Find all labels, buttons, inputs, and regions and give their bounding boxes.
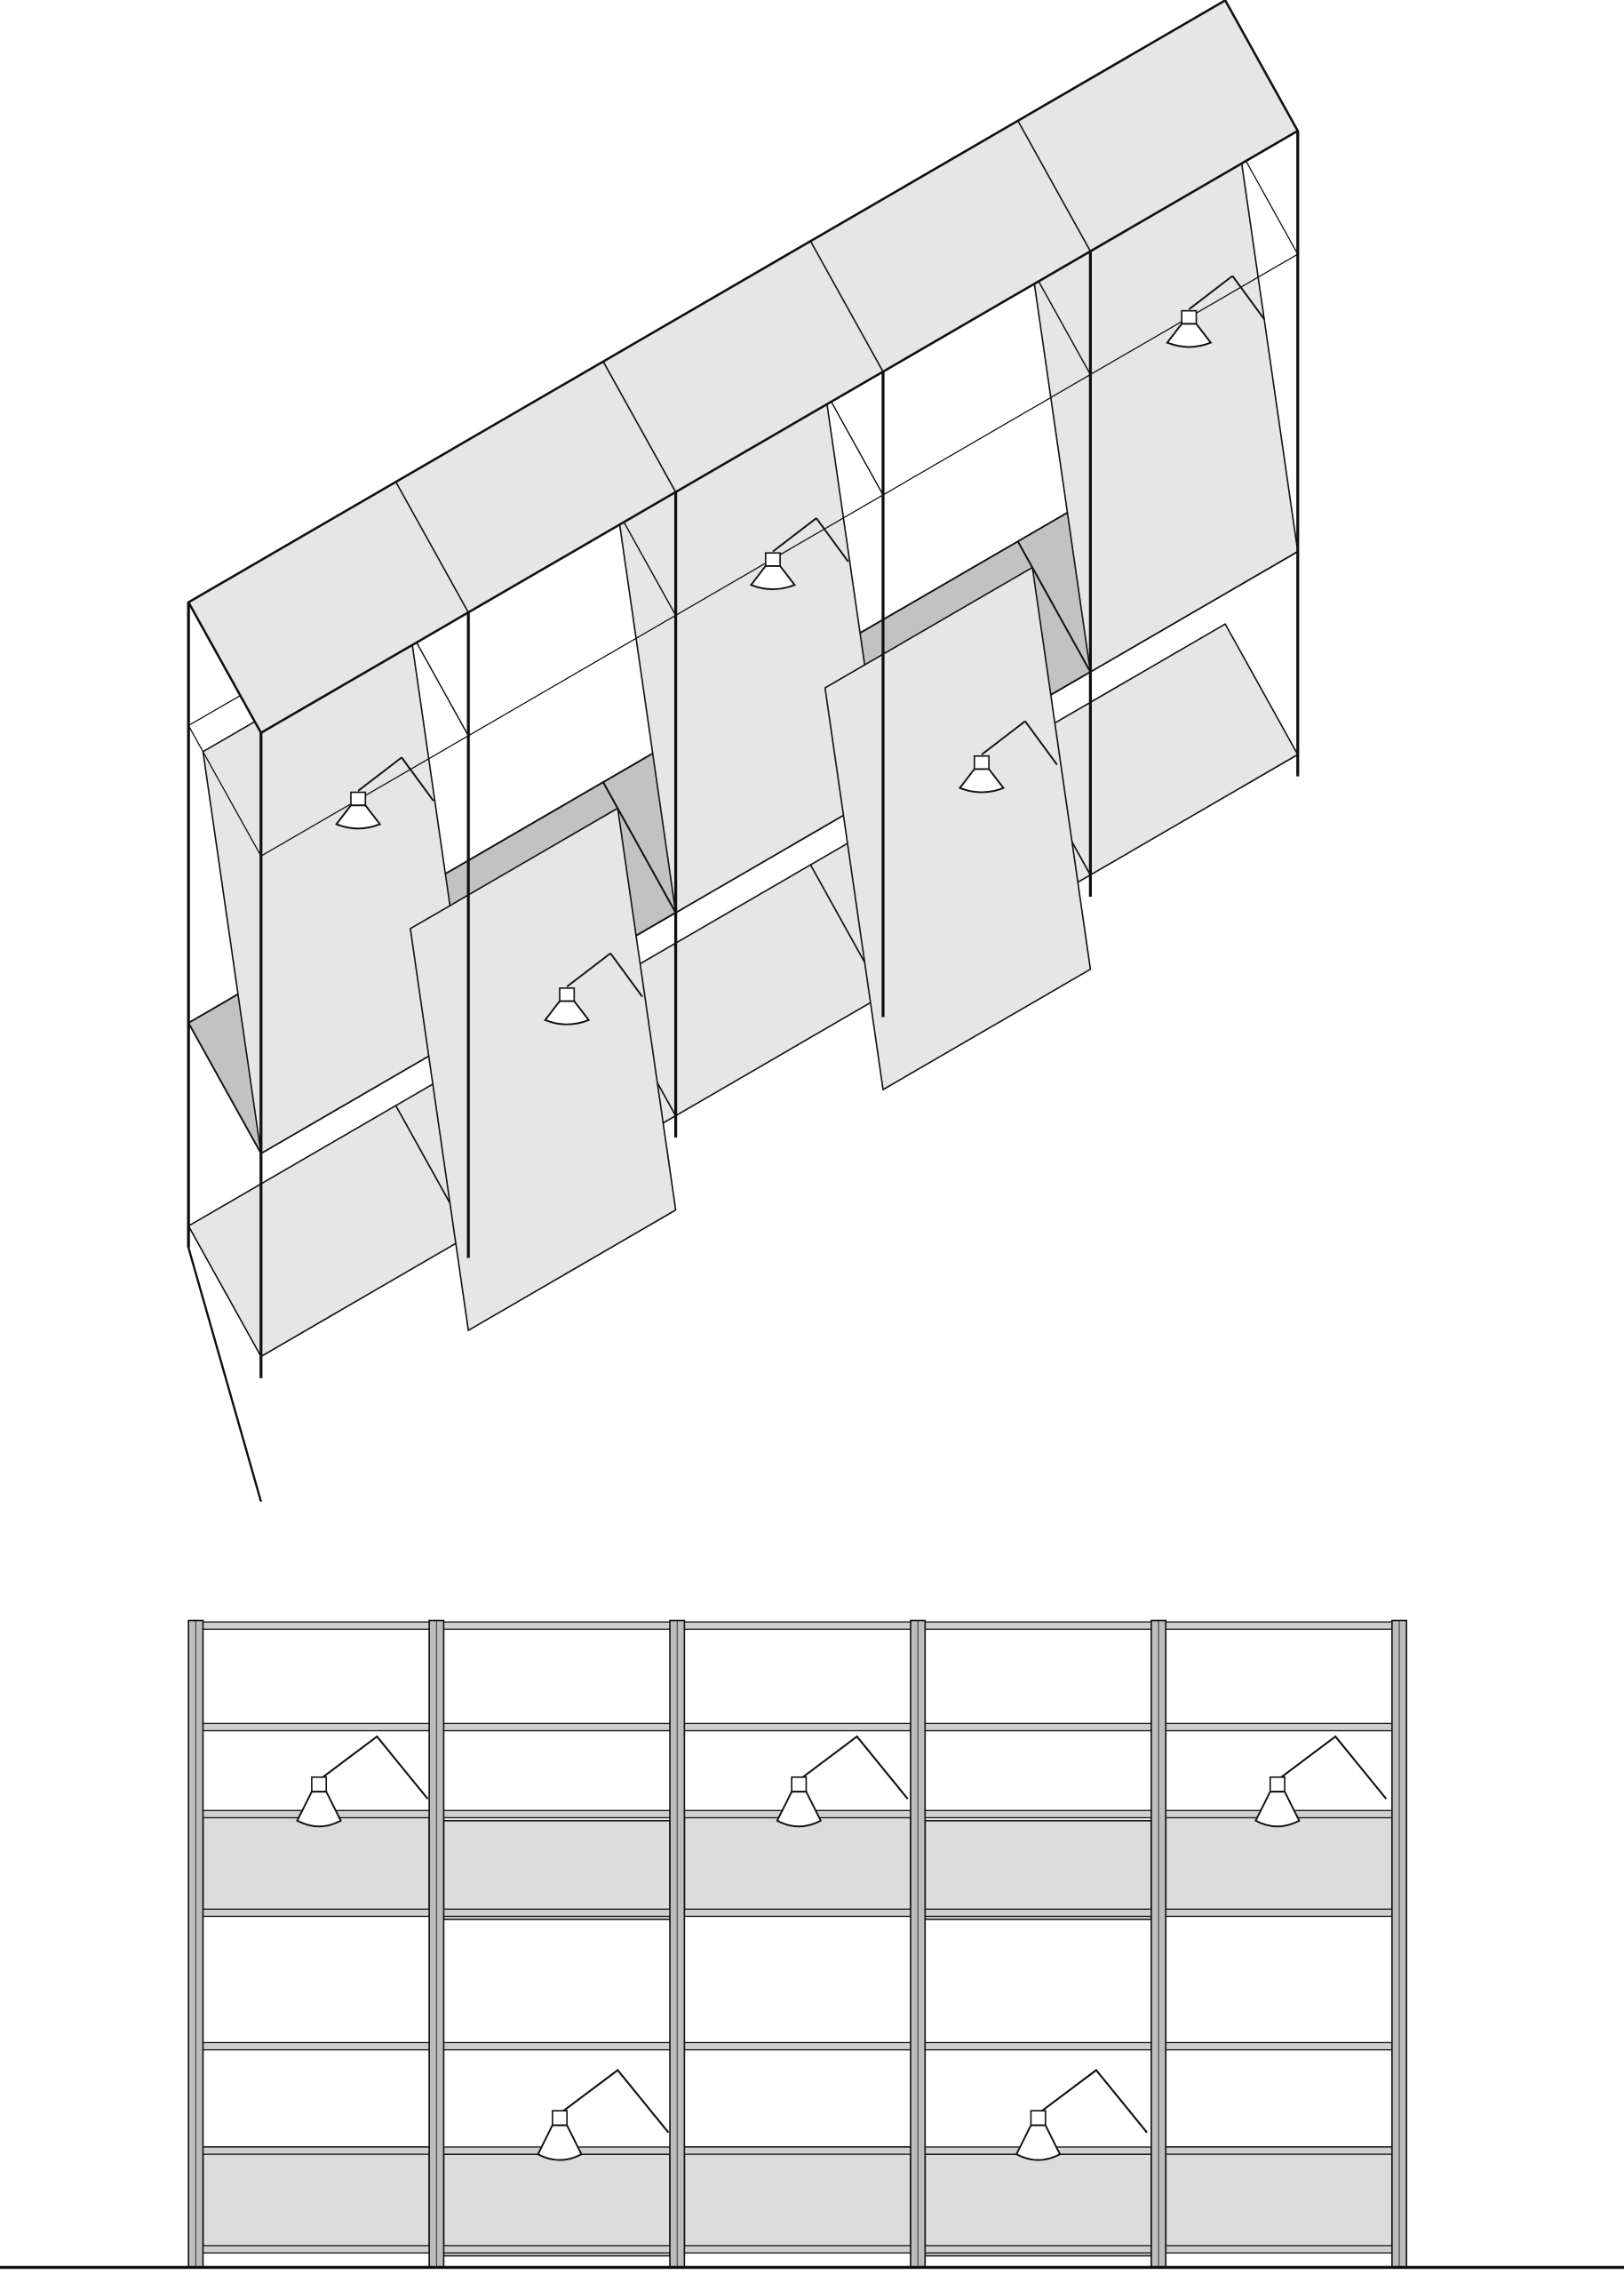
lamp-neck — [1269, 1776, 1286, 1792]
lamp-icon — [544, 1000, 591, 1026]
lamp-arm — [559, 2069, 670, 2134]
lamp-icon — [776, 1791, 823, 1828]
lamp-neck — [311, 1776, 328, 1792]
lamp-arm — [401, 756, 434, 802]
lamp-arm — [1231, 275, 1266, 321]
elevation-view — [0, 1619, 1624, 2270]
lamp-icon — [335, 804, 382, 830]
lamp-arm — [1024, 720, 1058, 766]
tilted-panel — [410, 807, 677, 1331]
base-brace — [187, 1247, 262, 1503]
top-panel-divider — [809, 240, 884, 372]
lamp-neck — [1181, 309, 1198, 325]
elevation-panel — [1165, 2146, 1393, 2250]
lamp-neck — [973, 754, 990, 770]
elevation-panel — [202, 1812, 430, 1913]
lamp-icon — [749, 564, 796, 591]
elevation-panel — [683, 2146, 912, 2250]
lamp-icon — [1166, 323, 1213, 348]
lamp-neck — [1030, 2110, 1047, 2127]
elevation-rail — [187, 1621, 1407, 1630]
tilted-panel — [824, 566, 1092, 1090]
elevation-rail — [187, 2245, 1407, 2254]
lamp-neck — [764, 552, 781, 567]
lamp-icon — [296, 1791, 342, 1828]
lamp-neck — [559, 987, 576, 1002]
top-panel-divider — [1017, 120, 1092, 252]
elevation-panel — [924, 2153, 1152, 2257]
lamp-neck — [791, 1776, 808, 1792]
lamp-neck — [552, 2110, 568, 2127]
elevation-panel — [442, 1819, 671, 1920]
axonometric-view — [187, 0, 1300, 1503]
elevation-panel — [442, 2153, 671, 2257]
lamp-arm — [1037, 2069, 1148, 2134]
elevation-rail — [187, 2146, 1407, 2155]
lamp-neck — [350, 791, 367, 807]
elevation-panel — [683, 1812, 912, 1913]
lamp-arm — [816, 517, 849, 563]
lamp-arm — [609, 953, 643, 998]
lamp-arm — [566, 952, 611, 988]
lamp-arm — [798, 1735, 909, 1800]
lamp-arm — [357, 756, 402, 792]
lamp-icon — [1254, 1791, 1301, 1828]
elevation-rail — [187, 2041, 1407, 2051]
elevation-panel — [924, 1819, 1152, 1920]
lamp-icon — [958, 768, 1006, 794]
lamp-arm — [1277, 1735, 1388, 1800]
lamp-arm — [772, 517, 817, 553]
lamp-arm — [318, 1735, 429, 1800]
elevation-rail — [187, 1908, 1407, 1918]
lamp-arm — [981, 720, 1026, 755]
elevation-panel — [1165, 1812, 1393, 1913]
top-panel-divider — [602, 361, 677, 493]
lamp-icon — [1015, 2124, 1062, 2161]
elevation-panel — [202, 2146, 430, 2250]
lamp-arm — [1188, 275, 1233, 310]
top-panel-divider — [394, 481, 469, 613]
lamp-icon — [537, 2124, 583, 2161]
elevation-rail — [187, 1722, 1407, 1732]
